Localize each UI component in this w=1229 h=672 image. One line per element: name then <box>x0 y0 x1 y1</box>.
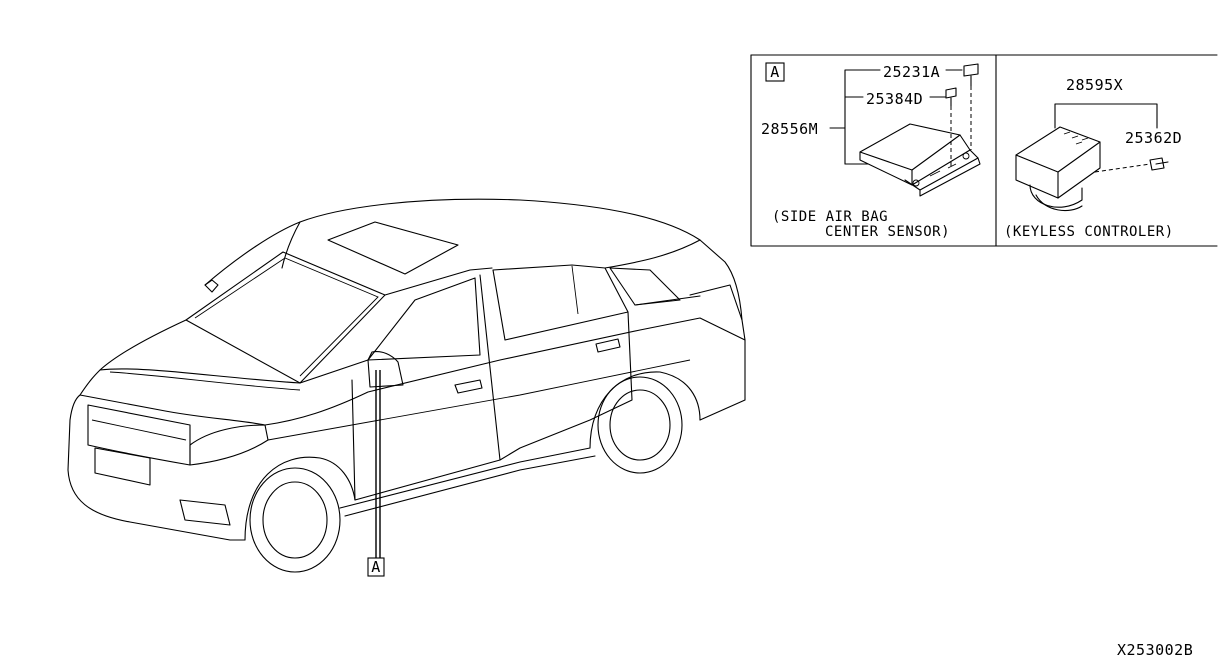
callout-marker-label: A <box>371 558 381 576</box>
part-labels-right: 28595X 25362D <box>1054 76 1182 147</box>
part-label-28556m: 28556M <box>761 120 818 138</box>
keyless-controller-icon <box>1015 126 1169 212</box>
part-label-25362d: 25362D <box>1125 129 1182 147</box>
air-bag-sensor-icon <box>859 63 981 197</box>
diagram-code: X253002B <box>1117 641 1193 659</box>
callout-marker-a: A <box>367 557 385 577</box>
part-label-25384d: 25384D <box>866 90 923 108</box>
part-labels-left: 25231A 25384D 28556M <box>761 63 963 165</box>
view-marker-a: A <box>765 62 785 82</box>
part-label-28595x: 28595X <box>1066 76 1123 94</box>
caption-keyless-controller: (KEYLESS CONTROLER) <box>1004 224 1174 240</box>
caption-center-sensor: CENTER SENSOR) <box>825 224 950 240</box>
caption-right: (KEYLESS CONTROLER) <box>1004 224 1174 240</box>
detail-panel-frame <box>750 54 1218 247</box>
view-marker-label: A <box>770 63 780 81</box>
caption-side-air-bag: (SIDE AIR BAG <box>772 209 888 225</box>
callout-leader <box>375 370 381 558</box>
caption-left: (SIDE AIR BAG CENTER SENSOR) <box>772 209 950 240</box>
sedan-car-icon <box>67 198 746 573</box>
part-label-25231a: 25231A <box>883 63 940 81</box>
